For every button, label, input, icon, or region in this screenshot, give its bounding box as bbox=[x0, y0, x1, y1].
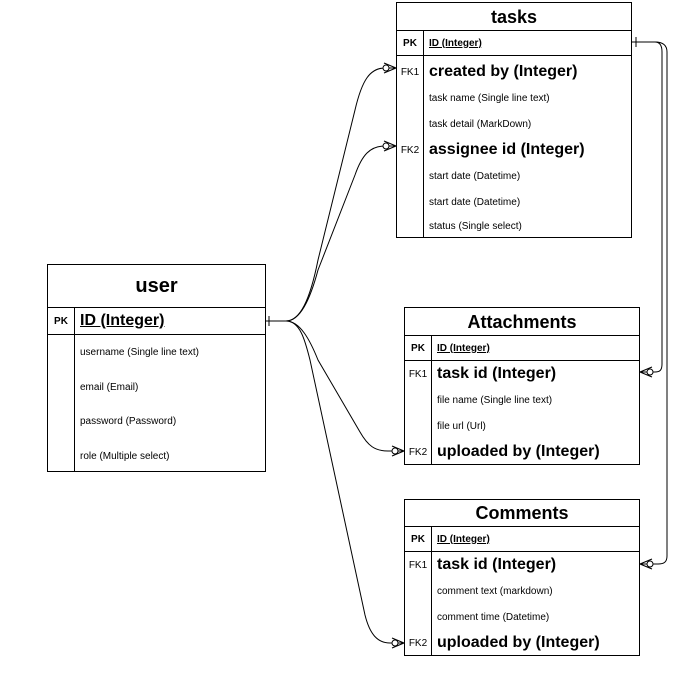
pk-field: ID (Integer) bbox=[437, 342, 490, 354]
field-label: username (Single line text) bbox=[80, 346, 199, 358]
pk-row[interactable]: PK ID (Integer) bbox=[48, 308, 265, 335]
pk-label: PK bbox=[403, 37, 417, 49]
field-row[interactable]: FK2 uploaded by (Integer) bbox=[405, 630, 639, 656]
rel-tasks-comments bbox=[640, 41, 668, 565]
field-label: role (Multiple select) bbox=[80, 450, 170, 462]
field-label: uploaded by (Integer) bbox=[437, 443, 600, 460]
field-label: created by (Integer) bbox=[429, 63, 578, 80]
field-row[interactable]: start date (Datetime) bbox=[397, 163, 631, 189]
field-row[interactable]: role (Multiple select) bbox=[48, 439, 265, 473]
field-row[interactable]: comment text (markdown) bbox=[405, 578, 639, 604]
entity-title-user: user bbox=[48, 265, 265, 308]
field-label: start date (Datetime) bbox=[429, 170, 521, 182]
field-label: password (Password) bbox=[80, 415, 177, 427]
field-row[interactable]: username (Single line text) bbox=[48, 335, 265, 369]
field-label: start date (Datetime) bbox=[429, 196, 521, 208]
fk-label: FK2 bbox=[408, 446, 428, 458]
field-label: task id (Integer) bbox=[437, 556, 557, 573]
field-row[interactable]: start date (Datetime) bbox=[397, 189, 631, 215]
field-row[interactable]: FK2 uploaded by (Integer) bbox=[405, 439, 639, 465]
field-row[interactable]: FK1 task id (Integer) bbox=[405, 361, 639, 387]
entity-title-comments: Comments bbox=[405, 500, 639, 527]
field-label: task name (Single line text) bbox=[429, 92, 550, 104]
pk-field: ID (Integer) bbox=[429, 37, 482, 49]
field-label: task detail (MarkDown) bbox=[429, 118, 532, 130]
pk-row[interactable]: PK ID (Integer) bbox=[405, 527, 639, 552]
field-row[interactable]: task detail (MarkDown) bbox=[397, 111, 631, 137]
field-row[interactable]: task name (Single line text) bbox=[397, 85, 631, 111]
field-label: status (Single select) bbox=[429, 220, 522, 232]
rel-user-comments-uploaded bbox=[285, 320, 404, 644]
entity-title-tasks: tasks bbox=[397, 3, 631, 31]
field-label: comment text (markdown) bbox=[437, 585, 553, 597]
entity-tasks[interactable]: tasks PK ID (Integer) FK1 created by (In… bbox=[396, 2, 632, 238]
pk-label: PK bbox=[411, 342, 425, 354]
field-label: assignee id (Integer) bbox=[429, 141, 585, 158]
entity-comments[interactable]: Comments PK ID (Integer) FK1 task id (In… bbox=[404, 499, 640, 656]
field-row[interactable]: status (Single select) bbox=[397, 213, 631, 239]
pk-label: PK bbox=[411, 533, 425, 545]
field-row[interactable]: password (Password) bbox=[48, 404, 265, 438]
rel-user-attachments-uploaded bbox=[285, 320, 404, 452]
field-label: file url (Url) bbox=[437, 420, 486, 432]
field-row[interactable]: email (Email) bbox=[48, 370, 265, 404]
field-row[interactable]: FK1 task id (Integer) bbox=[405, 552, 639, 578]
pk-field: ID (Integer) bbox=[437, 533, 490, 545]
field-label: file name (Single line text) bbox=[437, 394, 553, 406]
fk-label: FK1 bbox=[400, 66, 420, 78]
field-row[interactable]: comment time (Datetime) bbox=[405, 604, 639, 630]
pk-field: ID (Integer) bbox=[80, 312, 165, 329]
field-row[interactable]: FK2 assignee id (Integer) bbox=[397, 137, 631, 163]
field-label: comment time (Datetime) bbox=[437, 611, 550, 623]
fk-label: FK1 bbox=[408, 368, 428, 380]
fk-label: FK2 bbox=[400, 144, 420, 156]
pk-row[interactable]: PK ID (Integer) bbox=[405, 336, 639, 361]
field-row[interactable]: file url (Url) bbox=[405, 413, 639, 439]
field-row[interactable]: file name (Single line text) bbox=[405, 387, 639, 413]
entity-attachments[interactable]: Attachments PK ID (Integer) FK1 task id … bbox=[404, 307, 640, 465]
entity-user[interactable]: user PK ID (Integer) username (Single li… bbox=[47, 264, 266, 472]
rel-user-tasks-created-by bbox=[266, 67, 396, 322]
field-label: email (Email) bbox=[80, 381, 139, 393]
fk-label: FK1 bbox=[408, 559, 428, 571]
fk-label: FK2 bbox=[408, 637, 428, 649]
field-row[interactable]: FK1 created by (Integer) bbox=[397, 59, 631, 85]
pk-row[interactable]: PK ID (Integer) bbox=[397, 31, 631, 56]
entity-title-attachments: Attachments bbox=[405, 308, 639, 336]
rel-user-tasks-assignee bbox=[285, 145, 396, 322]
field-label: task id (Integer) bbox=[437, 365, 557, 382]
field-label: uploaded by (Integer) bbox=[437, 634, 600, 651]
pk-label: PK bbox=[54, 315, 68, 327]
